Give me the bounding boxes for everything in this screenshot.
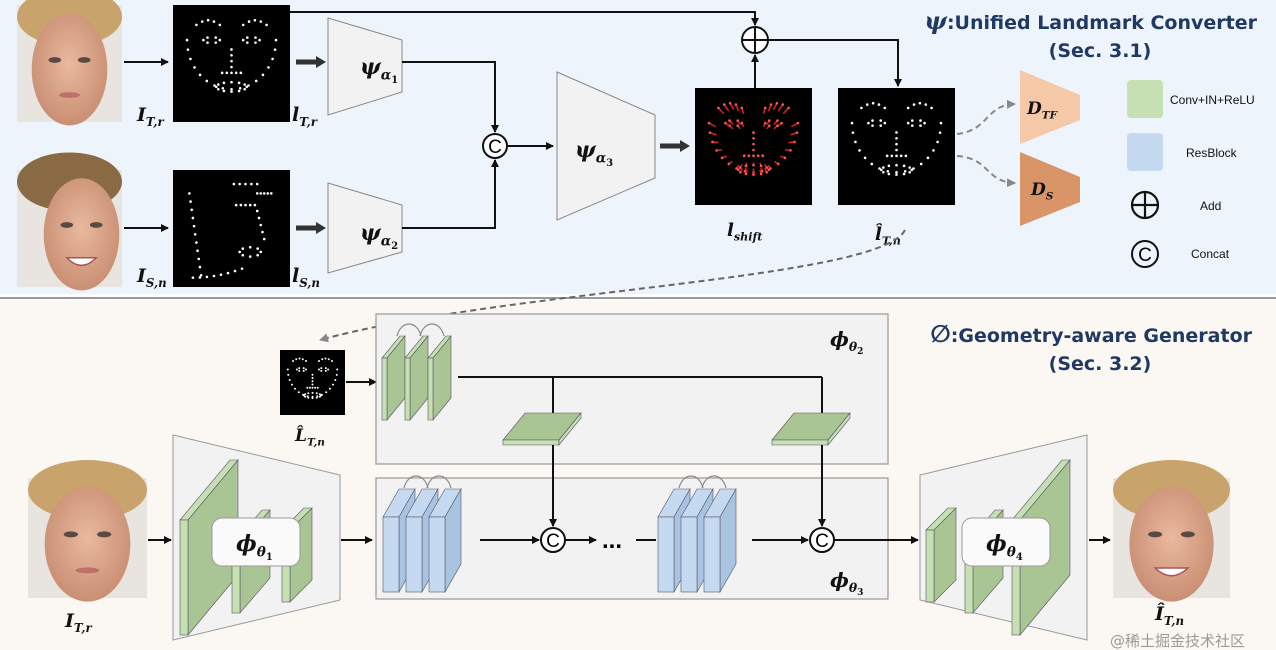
landmark-target-reference bbox=[173, 5, 290, 122]
label-psi-a1: ψα1 bbox=[360, 54, 398, 86]
conv-plate-phi4-1 bbox=[925, 507, 957, 603]
concat-node-converter: C bbox=[482, 133, 508, 159]
network-psi-a3 bbox=[556, 71, 656, 221]
label-I-T-r-bottom: IT,r bbox=[64, 610, 92, 635]
landmark-shift-map bbox=[695, 88, 812, 205]
face-target-reference bbox=[17, 0, 122, 126]
conv-plate-phi2-1 bbox=[381, 335, 406, 421]
phi1-label-box bbox=[211, 517, 301, 567]
legend-resblock-label: ResBlock bbox=[1186, 146, 1238, 160]
dashed-arrow-to-ds bbox=[956, 155, 1016, 188]
ellipsis: ... bbox=[602, 527, 622, 554]
circle-plus-icon bbox=[1130, 190, 1160, 220]
resblock-b-3 bbox=[703, 487, 737, 594]
encoder-psi-a2 bbox=[327, 182, 403, 274]
skip-arrows-resblock-b bbox=[678, 475, 727, 489]
label-l-shift: lshift bbox=[727, 220, 763, 244]
legend-resblock-swatch bbox=[1127, 133, 1163, 171]
converter-title: ψ:Unified Landmark Converter bbox=[924, 6, 1257, 35]
svg-text:C: C bbox=[488, 137, 502, 158]
label-phi2: ϕθ2 bbox=[830, 327, 863, 357]
watermark: @稀土掘金技术社区 bbox=[1110, 632, 1245, 650]
legend-conv-label: Conv+IN+ReLU bbox=[1170, 93, 1255, 107]
face-source-novel bbox=[17, 152, 122, 291]
svg-text:C: C bbox=[815, 531, 829, 552]
converter-subtitle: (Sec. 3.1) bbox=[1049, 40, 1152, 62]
svg-text:C: C bbox=[546, 531, 560, 552]
circle-c-icon: C bbox=[1131, 240, 1159, 268]
label-l-T-r: lT,r bbox=[292, 104, 318, 129]
label-phi3: ϕθ3 bbox=[830, 568, 863, 598]
label-l-S-n: lS,n bbox=[292, 265, 320, 290]
phi4-label-box bbox=[961, 517, 1051, 567]
discriminator-s bbox=[1020, 152, 1080, 226]
discriminator-tf bbox=[1020, 70, 1080, 144]
concat-node-gen-1: C bbox=[540, 527, 566, 553]
add-node bbox=[741, 26, 769, 54]
landmark-input-generator bbox=[280, 350, 345, 415]
flat-conv-plate-1 bbox=[502, 412, 582, 446]
generator-subtitle: (Sec. 3.2) bbox=[1049, 353, 1152, 375]
label-psi-a2: ψα2 bbox=[360, 220, 398, 252]
label-D-TF: DTF bbox=[1026, 99, 1059, 121]
landmark-target-novel bbox=[838, 88, 955, 205]
legend-concat-label: Concat bbox=[1191, 247, 1230, 261]
generator-title: ∅:Geometry-aware Generator bbox=[930, 320, 1252, 348]
svg-text:C: C bbox=[1138, 245, 1152, 266]
dashed-arrow-to-dtf bbox=[956, 99, 1016, 135]
face-generated-output bbox=[1113, 460, 1230, 602]
legend-conv-swatch bbox=[1127, 80, 1163, 118]
face-generator-input bbox=[28, 460, 147, 602]
skip-arrows-resblock-a bbox=[403, 475, 452, 489]
landmark-source-novel bbox=[173, 170, 290, 287]
label-phi1: ϕθ1 bbox=[236, 531, 273, 563]
label-I-S-n: IS,n bbox=[136, 265, 167, 290]
flat-conv-plate-2 bbox=[771, 412, 851, 446]
legend-add-label: Add bbox=[1200, 199, 1221, 213]
resblock-a-3 bbox=[428, 487, 462, 594]
conv-plate-phi2-2 bbox=[404, 335, 429, 421]
encoder-psi-a1 bbox=[327, 17, 403, 116]
label-I-T-r: IT,r bbox=[136, 104, 164, 129]
label-D-S: DS bbox=[1030, 180, 1054, 202]
label-I-hat-T-n: ÎT,n bbox=[1154, 602, 1184, 628]
label-psi-a3: ψα3 bbox=[575, 137, 613, 169]
concat-node-gen-2: C bbox=[809, 527, 835, 553]
label-phi4: ϕθ4 bbox=[986, 531, 1023, 563]
skip-arrows-phi2 bbox=[396, 323, 445, 337]
conv-plate-phi2-3 bbox=[427, 335, 452, 421]
label-L-hat-T-n: L̂T,n bbox=[294, 426, 325, 448]
